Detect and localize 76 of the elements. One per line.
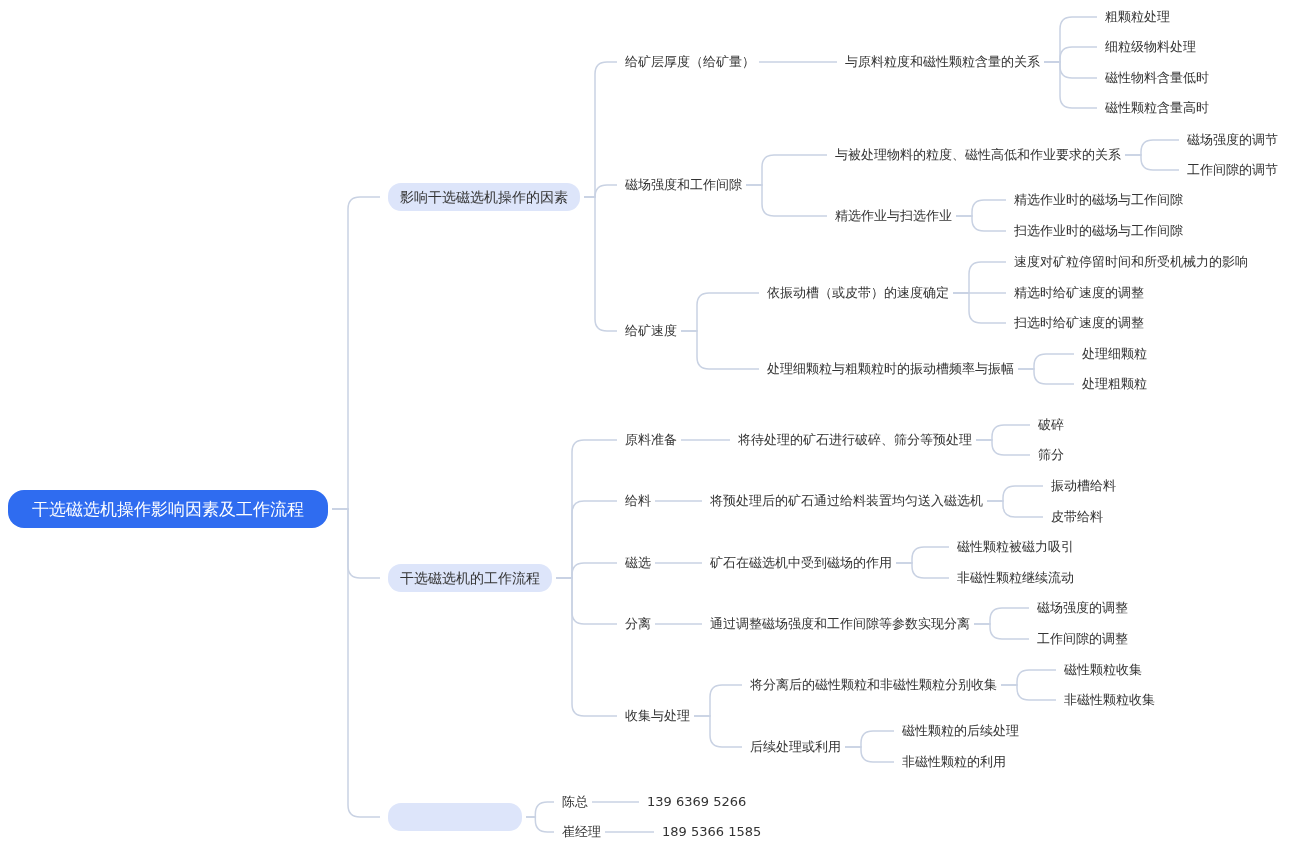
- topic-text: 破碎: [1038, 416, 1064, 434]
- topic-text: 粗颗粒处理: [1105, 8, 1170, 26]
- topic-text: 磁选: [625, 554, 651, 572]
- connector-line: [975, 439, 1031, 456]
- connector-line: [604, 831, 655, 833]
- connector-line: [654, 500, 703, 502]
- topic-text: 非磁性颗粒继续流动: [957, 569, 1074, 587]
- connector-line: [986, 500, 1044, 518]
- topic-text: 与原料粒度和磁性颗粒含量的关系: [845, 53, 1040, 71]
- connector-line: [555, 577, 618, 717]
- topic-text: 依振动槽（或皮带）的速度确定: [767, 284, 949, 302]
- topic-text: 矿石在磁选机中受到磁场的作用: [710, 554, 892, 572]
- topic-text: 崔经理: [562, 823, 601, 841]
- connector-line: [973, 623, 1030, 640]
- connector-line: [1000, 684, 1057, 701]
- connector-line: [955, 215, 1007, 232]
- topic-text: 磁性颗粒收集: [1064, 661, 1142, 679]
- topic-text: 非磁性颗粒的利用: [902, 753, 1006, 771]
- topic-text: 筛分: [1038, 446, 1064, 464]
- topic-text: 将分离后的磁性颗粒和非磁性颗粒分别收集: [750, 676, 997, 694]
- topic-text: 非磁性颗粒收集: [1064, 691, 1155, 709]
- connector-line: [680, 330, 760, 370]
- topic-text: 139 6369 5266: [647, 793, 747, 811]
- connector-line: [654, 562, 703, 564]
- connector-line: [525, 816, 555, 833]
- connector-line: [758, 61, 838, 63]
- topic-text: 将预处理后的矿石通过给料装置均匀送入磁选机: [710, 492, 983, 510]
- topic-text: 将待处理的矿石进行破碎、筛分等预处理: [738, 431, 972, 449]
- topic-text: 189 5366 1585: [662, 823, 762, 841]
- topic-text: 通过调整磁场强度和工作间隙等参数实现分离: [710, 615, 970, 633]
- topic-text: 皮带给料: [1051, 508, 1103, 526]
- topic-text: 磁性物料含量低时: [1105, 69, 1209, 87]
- connector-line: [895, 562, 950, 579]
- topic-text: 磁性颗粒含量高时: [1105, 99, 1209, 117]
- topic-text: 收集与处理: [625, 707, 690, 725]
- topic-text: 给矿速度: [625, 322, 677, 340]
- topic-text: 磁场强度的调整: [1037, 599, 1128, 617]
- topic-text: 给矿层厚度（给矿量）: [625, 53, 755, 71]
- branch-topic: 干选磁选机的工作流程: [388, 564, 552, 592]
- branch-topic: [388, 803, 522, 831]
- topic-text: 速度对矿粒停留时间和所受机械力的影响: [1014, 253, 1248, 271]
- topic-text: 扫选作业时的磁场与工作间隙: [1014, 222, 1183, 240]
- topic-text: 精选时给矿速度的调整: [1014, 284, 1144, 302]
- topic-text: 磁场强度的调节: [1187, 131, 1278, 149]
- topic-text: 细粒级物料处理: [1105, 38, 1196, 56]
- topic-text: 工作间隙的调节: [1187, 161, 1278, 179]
- topic-text: 精选作业与扫选作业: [835, 207, 952, 225]
- connector-line: [1017, 368, 1075, 385]
- topic-text: 处理粗颗粒: [1082, 375, 1147, 393]
- connector-line: [844, 746, 895, 763]
- topic-text: 振动槽给料: [1051, 477, 1116, 495]
- topic-text: 精选作业时的磁场与工作间隙: [1014, 191, 1183, 209]
- connector-line: [745, 184, 828, 217]
- topic-text: 磁场强度和工作间隙: [625, 176, 742, 194]
- connector-line: [591, 801, 640, 803]
- connector-line: [654, 623, 703, 625]
- topic-text: 扫选时给矿速度的调整: [1014, 314, 1144, 332]
- topic-text: 磁性颗粒被磁力吸引: [957, 538, 1074, 556]
- topic-text: 分离: [625, 615, 651, 633]
- topic-text: 后续处理或利用: [750, 738, 841, 756]
- connector-line: [693, 715, 743, 748]
- topic-text: 陈总: [562, 793, 588, 811]
- branch-topic: 影响干选磁选机操作的因素: [388, 183, 580, 211]
- topic-text: 原料准备: [625, 431, 677, 449]
- topic-text: 工作间隙的调整: [1037, 630, 1128, 648]
- connector-line: [1124, 154, 1180, 171]
- topic-text: 处理细颗粒: [1082, 345, 1147, 363]
- connector-line: [952, 292, 1007, 324]
- topic-text: 给料: [625, 492, 651, 510]
- connector-line: [1043, 61, 1098, 109]
- topic-text: 磁性颗粒的后续处理: [902, 722, 1019, 740]
- connector-line: [331, 508, 381, 818]
- root-topic: 干选磁选机操作影响因素及工作流程: [8, 490, 328, 528]
- topic-text: 处理细颗粒与粗颗粒时的振动槽频率与振幅: [767, 360, 1014, 378]
- topic-text: 与被处理物料的粒度、磁性高低和作业要求的关系: [835, 146, 1121, 164]
- connector-line: [680, 439, 731, 441]
